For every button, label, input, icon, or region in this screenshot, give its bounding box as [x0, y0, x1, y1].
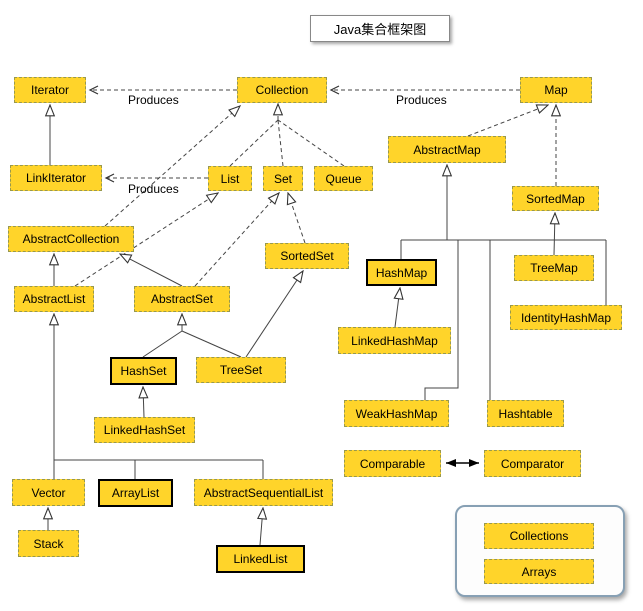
node-sortedmap: SortedMap — [512, 186, 599, 211]
node-linkedhashmap: LinkedHashMap — [338, 327, 451, 354]
produces-label-collection: Produces — [396, 93, 447, 107]
node-identityhashmap: IdentityHashMap — [510, 305, 622, 330]
node-comparator: Comparator — [484, 450, 581, 477]
node-collections: Collections — [484, 523, 594, 549]
produces-label-iterator: Produces — [128, 93, 179, 107]
node-abstractcollection: AbstractCollection — [8, 226, 134, 252]
node-linkedlist: LinkedList — [216, 545, 305, 573]
diagram-title: Java集合框架图 — [310, 15, 450, 42]
node-arraylist: ArrayList — [98, 479, 173, 507]
node-hashset: HashSet — [110, 357, 177, 385]
node-treemap: TreeMap — [514, 255, 594, 281]
node-collection: Collection — [237, 77, 327, 103]
node-abstractmap: AbstractMap — [388, 136, 506, 163]
node-abstractsequentiallist: AbstractSequentialList — [194, 479, 333, 506]
node-sortedset: SortedSet — [265, 243, 349, 269]
node-set: Set — [263, 166, 303, 191]
node-abstractset: AbstractSet — [134, 286, 230, 312]
node-comparable: Comparable — [344, 450, 441, 477]
node-weakhashmap: WeakHashMap — [344, 400, 449, 427]
node-queue: Queue — [314, 166, 373, 191]
produces-label-linkiterator: Produces — [128, 182, 179, 196]
node-list: List — [208, 166, 252, 191]
node-stack: Stack — [18, 530, 79, 557]
node-abstractlist: AbstractList — [14, 286, 94, 312]
node-map: Map — [520, 77, 592, 103]
node-iterator: Iterator — [14, 77, 86, 103]
node-arrays: Arrays — [484, 559, 594, 584]
node-vector: Vector — [12, 479, 85, 506]
node-treeset: TreeSet — [196, 357, 286, 383]
node-linkedhashset: LinkedHashSet — [94, 417, 195, 443]
node-hashmap: HashMap — [366, 259, 437, 286]
node-linkiterator: LinkIterator — [10, 165, 102, 191]
node-hashtable: Hashtable — [487, 400, 564, 427]
